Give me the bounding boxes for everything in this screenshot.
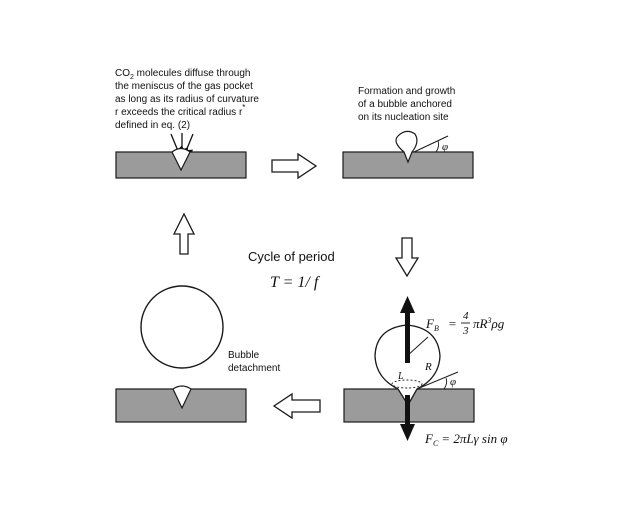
buoyancy-arrow-shaft: [405, 310, 410, 363]
cycle-title: Cycle of period: [248, 249, 335, 264]
tangent-line-2: [413, 135, 449, 153]
buoyancy-rhs: πR3ρg: [473, 316, 505, 331]
angle-label-4: φ: [450, 376, 456, 388]
arrow-to-detachment: [272, 392, 321, 420]
gas-pocket-3: [172, 385, 192, 410]
detachment-text-line-1: Bubble: [228, 350, 260, 361]
angle-arc-4: [443, 377, 448, 390]
contact-line-ellipse: [391, 379, 423, 389]
period-formula: T = 1/ f: [270, 274, 321, 291]
capillary-formula: FC= 2πLγ sin φ: [424, 431, 508, 448]
diffusion-text-line-2: the meniscus of the gas pocket: [115, 81, 253, 92]
buoyancy-numerator: 4: [463, 310, 469, 322]
tangent-line-4: [416, 371, 459, 390]
growth-text-line-2: of a bubble anchored: [358, 99, 452, 110]
angle-arc-2: [435, 140, 440, 153]
contact-length-label: L: [397, 371, 404, 382]
gas-pocket-1: [171, 147, 191, 172]
diffusion-text-line-1: CO2 molecules diffuse through: [115, 68, 250, 81]
capillary-arrow-head: [400, 424, 415, 441]
growth-text-line-3: on its nucleation site: [358, 112, 449, 123]
buoyancy-denominator: 3: [462, 325, 469, 337]
buoyancy-symbol: FB: [425, 316, 439, 333]
growth-text-line-1: Formation and growth: [358, 86, 455, 97]
diffusion-text-line-3: as long as its radius of curvature: [115, 94, 259, 105]
angle-label-2: φ: [442, 141, 448, 153]
detachment-text-line-2: detachment: [228, 363, 280, 374]
diffusion-arrow-left: [170, 133, 186, 153]
radius-label: R: [424, 361, 432, 373]
forces-panel: L R φ FB = 4 3 πR3ρg FC= 2πLγ sin φ: [343, 296, 508, 448]
growth-panel: Formation and growth of a bubble anchore…: [342, 86, 474, 179]
arrow-to-growth: [271, 152, 318, 180]
buoyancy-formula: FB = 4 3 πR3ρg: [425, 310, 505, 337]
arrow-to-forces: [394, 237, 420, 278]
capillary-arrow-shaft: [405, 395, 410, 426]
buoyancy-arrow-head: [400, 296, 415, 313]
diffusion-text-line-4: r exceeds the critical radius r*: [115, 103, 245, 118]
detachment-panel: Bubble detachment: [115, 285, 280, 423]
diffusion-text-line-5: defined in eq. (2): [115, 120, 190, 131]
diffusion-arrow-right: [184, 133, 194, 157]
arrow-to-diffusion: [172, 212, 196, 255]
radius-line: [406, 336, 429, 357]
growing-bubble: [395, 130, 418, 164]
buoyancy-equals: =: [448, 316, 457, 331]
diffusion-panel: CO2 molecules diffuse through the menisc…: [115, 68, 259, 179]
detached-bubble: [140, 285, 224, 369]
